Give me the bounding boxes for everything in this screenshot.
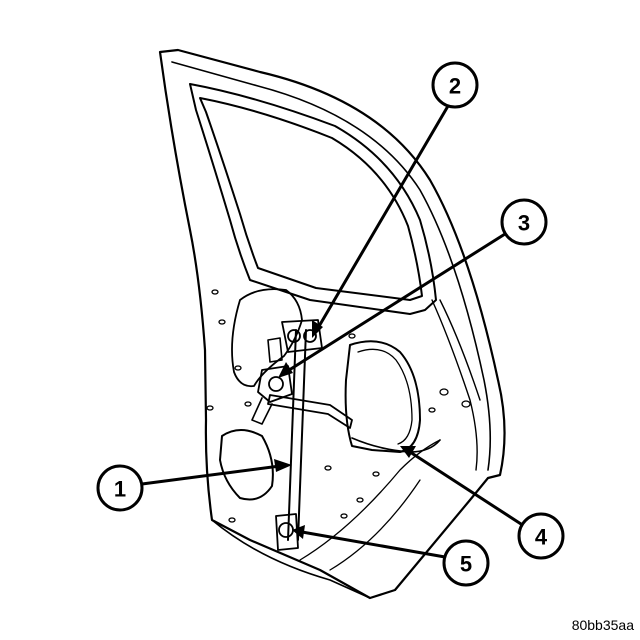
callout-5-circle bbox=[442, 539, 490, 587]
door-bottom-edge bbox=[211, 519, 371, 599]
upper-access-opening bbox=[231, 288, 303, 388]
leader-4 bbox=[408, 450, 523, 526]
door-side-flange bbox=[431, 299, 478, 471]
callout-5-label: 5 bbox=[460, 552, 472, 577]
callout-3-label: 3 bbox=[518, 211, 530, 236]
lower-access-opening bbox=[219, 429, 274, 501]
callout-3-circle bbox=[500, 198, 548, 246]
callout-1-circle bbox=[96, 464, 144, 512]
mounting-holes bbox=[206, 289, 471, 523]
motor-fastener bbox=[268, 376, 284, 392]
motor-connector bbox=[251, 337, 283, 425]
callout-2-circle bbox=[431, 61, 479, 109]
arrowhead-3 bbox=[278, 362, 293, 378]
callout-2-label: 2 bbox=[449, 74, 461, 99]
arrowhead-2 bbox=[312, 320, 323, 338]
lower-panel-contour-2 bbox=[329, 479, 421, 571]
leader-1 bbox=[140, 464, 282, 486]
window-frame-inner bbox=[199, 97, 423, 301]
window-frame-outer bbox=[189, 83, 437, 315]
door-side-flange-2 bbox=[439, 299, 481, 401]
upper-fastener-a bbox=[287, 329, 301, 343]
door-outer-shell bbox=[158, 48, 506, 600]
figure-reference-code: 80bb35aa bbox=[572, 617, 635, 633]
upper-fastener-b bbox=[303, 329, 317, 343]
lower-fastener bbox=[278, 522, 294, 538]
arrowhead-5 bbox=[292, 525, 305, 539]
leader-5 bbox=[300, 530, 447, 559]
lower-rail-bracket bbox=[275, 513, 299, 551]
motor-assembly bbox=[257, 365, 293, 403]
regulator-cross-brace bbox=[267, 394, 353, 429]
right-access-opening-inner bbox=[357, 348, 413, 445]
callout-1-label: 1 bbox=[114, 477, 126, 502]
arrowhead-4 bbox=[400, 446, 416, 458]
door-inner-edge bbox=[171, 61, 492, 471]
lower-panel-contour bbox=[299, 439, 441, 561]
right-access-opening bbox=[344, 340, 421, 453]
callout-4-label: 4 bbox=[535, 525, 548, 550]
leader-2 bbox=[316, 104, 450, 330]
arrowhead-1 bbox=[274, 459, 292, 472]
regulator-cable bbox=[351, 437, 441, 453]
leader-3 bbox=[284, 232, 507, 374]
callout-4-circle bbox=[517, 512, 565, 560]
